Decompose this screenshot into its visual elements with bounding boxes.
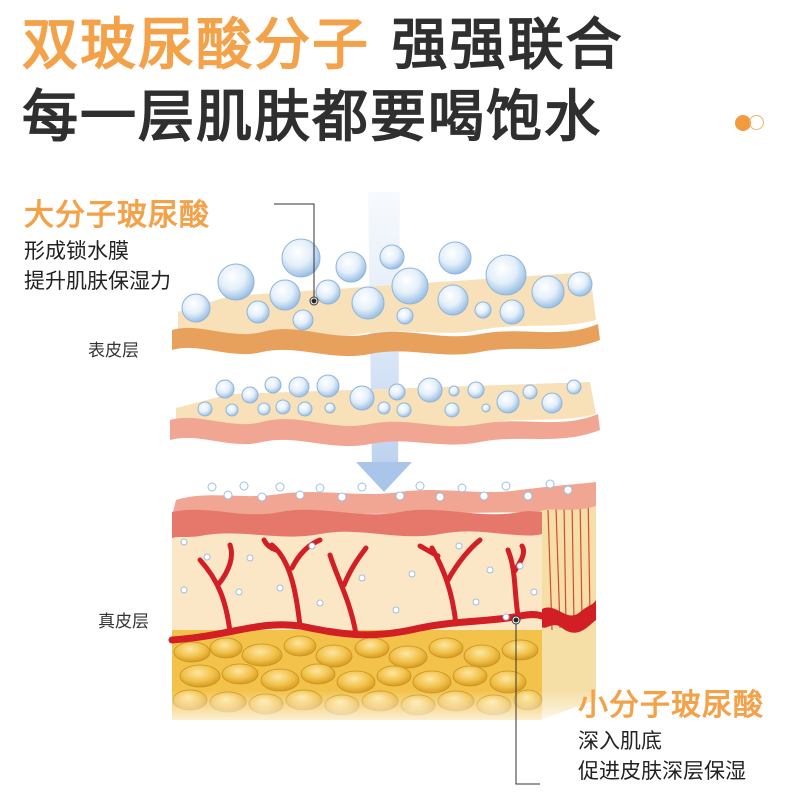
- dot-inactive-icon: [749, 115, 764, 130]
- headline-line-1: 双玻尿酸分子 强强联合: [22, 14, 624, 78]
- large-hyaluronic-bubbles: [181, 238, 593, 331]
- callout-line-large-ha: [274, 203, 319, 306]
- large-ha-title: 大分子玻尿酸: [24, 198, 210, 233]
- large-ha-line-1: 形成锁水膜: [24, 239, 129, 263]
- small-ha-line-2: 促进皮肤深层保湿: [578, 759, 746, 783]
- headline-line-2: 每一层肌肤都要喝饱水: [22, 85, 602, 150]
- pager-dots: [735, 114, 775, 134]
- medium-hyaluronic-bubbles: [197, 374, 582, 418]
- headline-dark: 强强联合: [370, 13, 624, 78]
- small-ha-line-1: 深入肌底: [578, 729, 662, 753]
- dermis-block: [168, 479, 600, 730]
- dermis-label: 真皮层: [98, 612, 149, 632]
- large-ha-line-2: 提升肌肤保湿力: [24, 269, 171, 293]
- dot-active-icon: [735, 115, 751, 131]
- epidermis-label: 表皮层: [88, 341, 139, 361]
- headline-accent: 双玻尿酸分子: [22, 13, 370, 78]
- callout-line-small-ha: [511, 615, 540, 785]
- small-ha-title: 小分子玻尿酸: [578, 688, 764, 723]
